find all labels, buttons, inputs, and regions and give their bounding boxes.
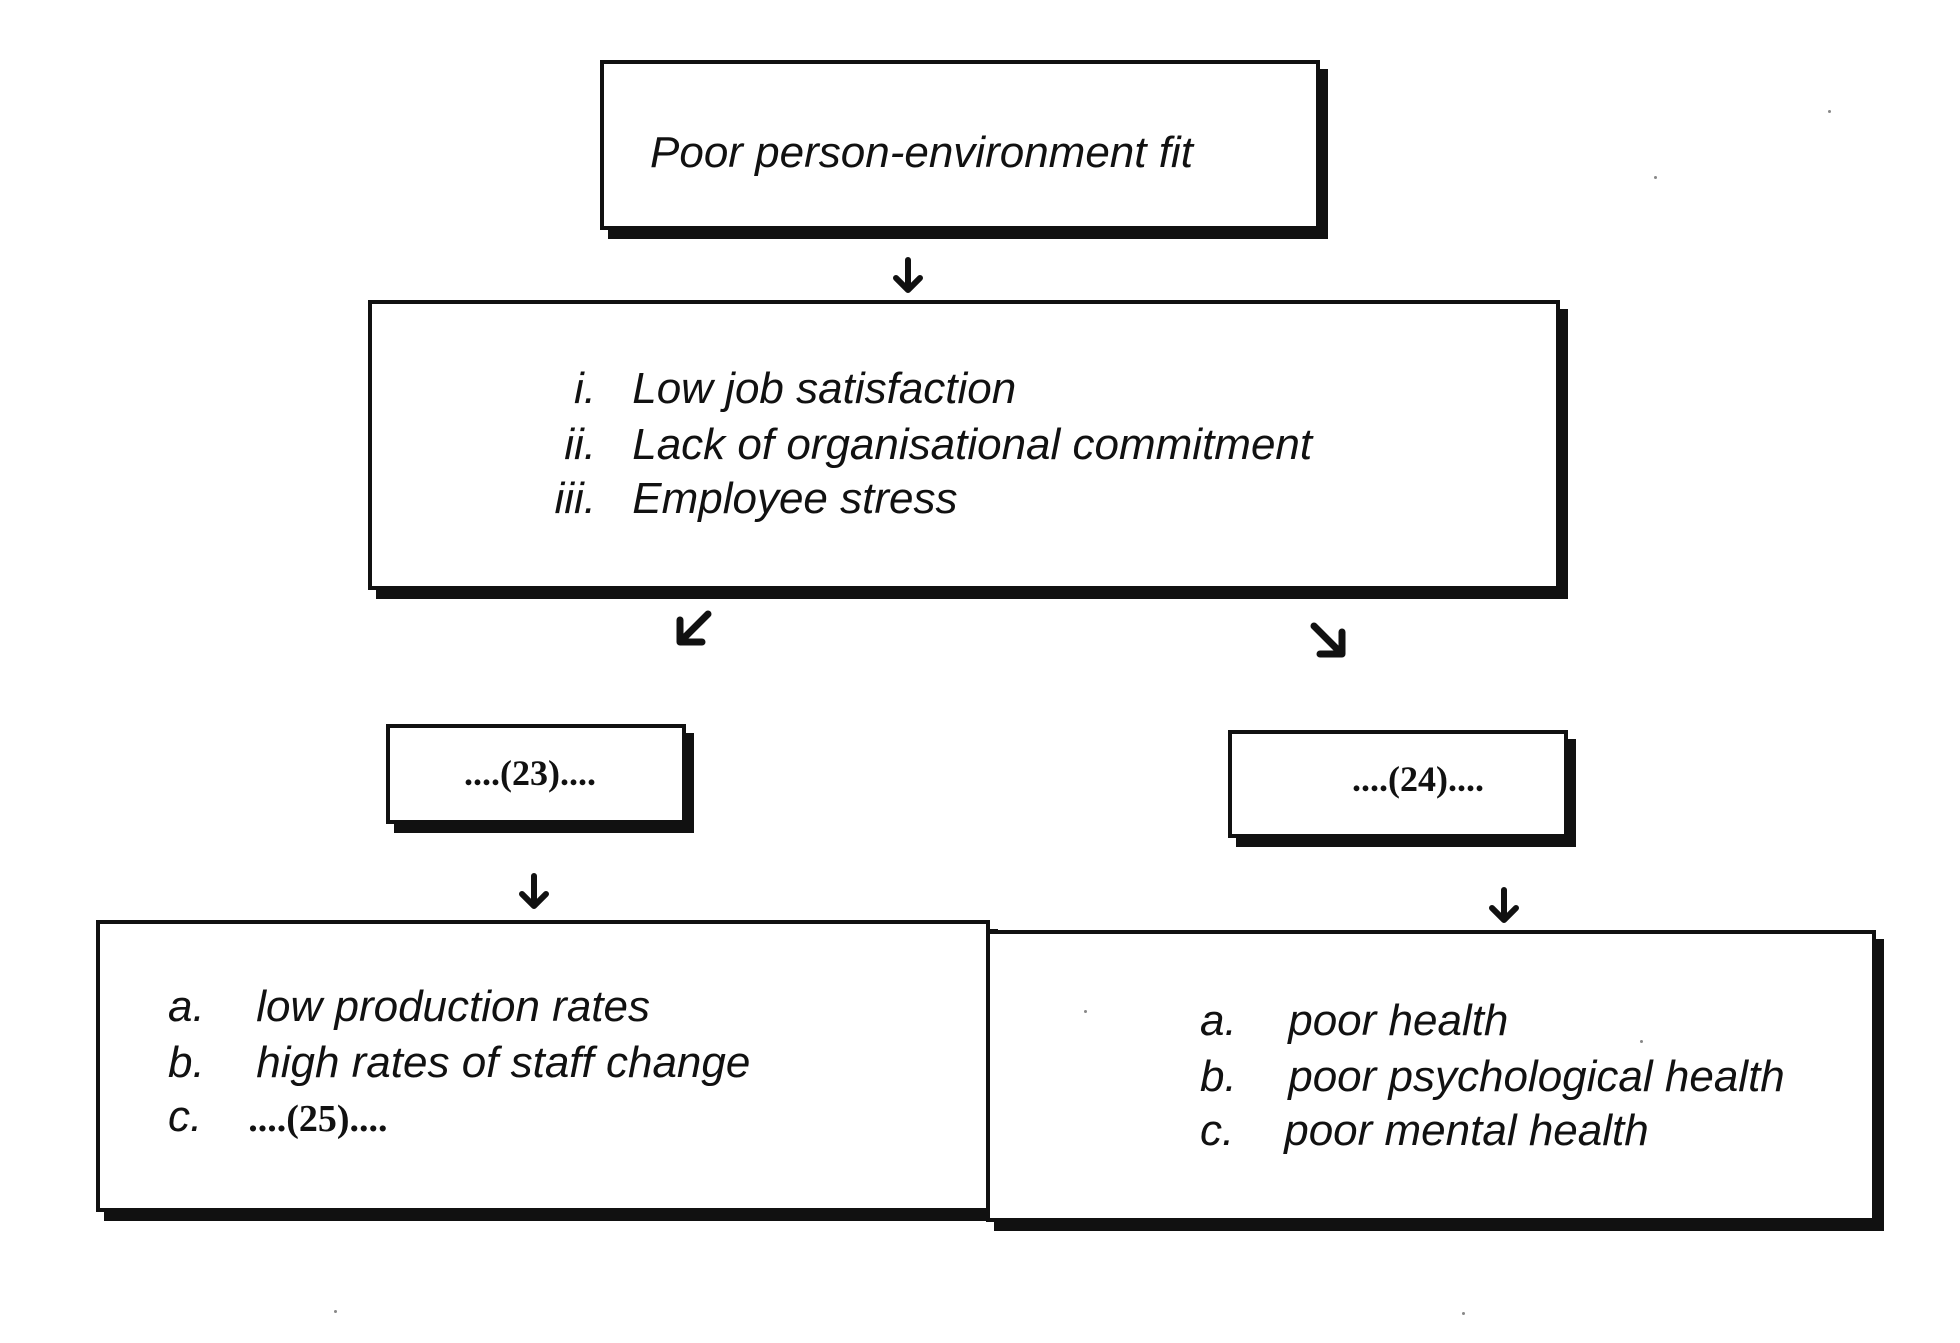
right-outcome-2-marker: b. bbox=[1200, 1052, 1237, 1101]
left-outcome-1-marker: a. bbox=[168, 982, 205, 1031]
middle-item-2: ii. Lack of organisational commitment bbox=[540, 418, 1312, 472]
arrow-down-left-icon bbox=[676, 610, 712, 646]
arrow-down-icon bbox=[1489, 887, 1519, 923]
right-outcome-2: b. poor psychological health bbox=[1200, 1050, 1785, 1104]
right-outcome-1-marker: a. bbox=[1200, 996, 1237, 1045]
middle-item-3-text: Employee stress bbox=[632, 474, 958, 523]
right-outcomes-box bbox=[986, 930, 1876, 1222]
right-outcome-3-text: poor mental health bbox=[1284, 1106, 1649, 1155]
middle-item-1: i. Low job satisfaction bbox=[540, 362, 1016, 416]
left-outcome-1-text: low production rates bbox=[256, 982, 650, 1031]
right-outcome-1: a. poor health bbox=[1200, 994, 1508, 1048]
left-outcome-1: a. low production rates bbox=[168, 980, 650, 1034]
scan-speck bbox=[1654, 176, 1657, 179]
left-outcome-3: c. ....(25).... bbox=[168, 1090, 388, 1146]
middle-item-2-marker: ii. bbox=[564, 420, 596, 469]
scan-speck bbox=[1084, 1010, 1087, 1013]
middle-item-1-text: Low job satisfaction bbox=[632, 364, 1017, 413]
right-outcome-1-text: poor health bbox=[1288, 996, 1509, 1045]
middle-item-2-text: Lack of organisational commitment bbox=[632, 420, 1313, 469]
middle-item-1-marker: i. bbox=[574, 364, 596, 413]
right-branch-box: ....(24).... bbox=[1228, 730, 1568, 838]
left-outcomes-box bbox=[96, 920, 990, 1212]
top-box: Poor person-environment fit bbox=[600, 60, 1320, 230]
scan-speck bbox=[1828, 110, 1831, 113]
left-outcome-2-text: high rates of staff change bbox=[256, 1038, 751, 1087]
arrow-down-icon bbox=[893, 257, 923, 293]
left-outcome-3-blank: ....(25).... bbox=[248, 1098, 388, 1140]
right-outcome-3-marker: c. bbox=[1200, 1106, 1235, 1155]
right-branch-blank: ....(24).... bbox=[1352, 759, 1484, 799]
arrow-down-right-icon bbox=[1310, 622, 1346, 658]
top-box-label: Poor person-environment fit bbox=[650, 128, 1193, 177]
scan-speck bbox=[1462, 1312, 1465, 1315]
left-outcome-2-marker: b. bbox=[168, 1038, 205, 1087]
scan-speck bbox=[334, 1310, 337, 1313]
left-outcome-3-marker: c. bbox=[168, 1092, 203, 1141]
middle-item-3-marker: iii. bbox=[554, 474, 596, 523]
left-outcome-2: b. high rates of staff change bbox=[168, 1036, 750, 1090]
right-outcome-3: c. poor mental health bbox=[1200, 1104, 1649, 1158]
scan-speck bbox=[1640, 1040, 1643, 1043]
arrow-down-icon bbox=[519, 873, 549, 909]
middle-box bbox=[368, 300, 1560, 590]
right-outcome-2-text: poor psychological health bbox=[1288, 1052, 1785, 1101]
left-branch-blank: ....(23).... bbox=[464, 753, 596, 793]
middle-item-3: iii. Employee stress bbox=[540, 472, 957, 526]
left-branch-box: ....(23).... bbox=[386, 724, 686, 824]
